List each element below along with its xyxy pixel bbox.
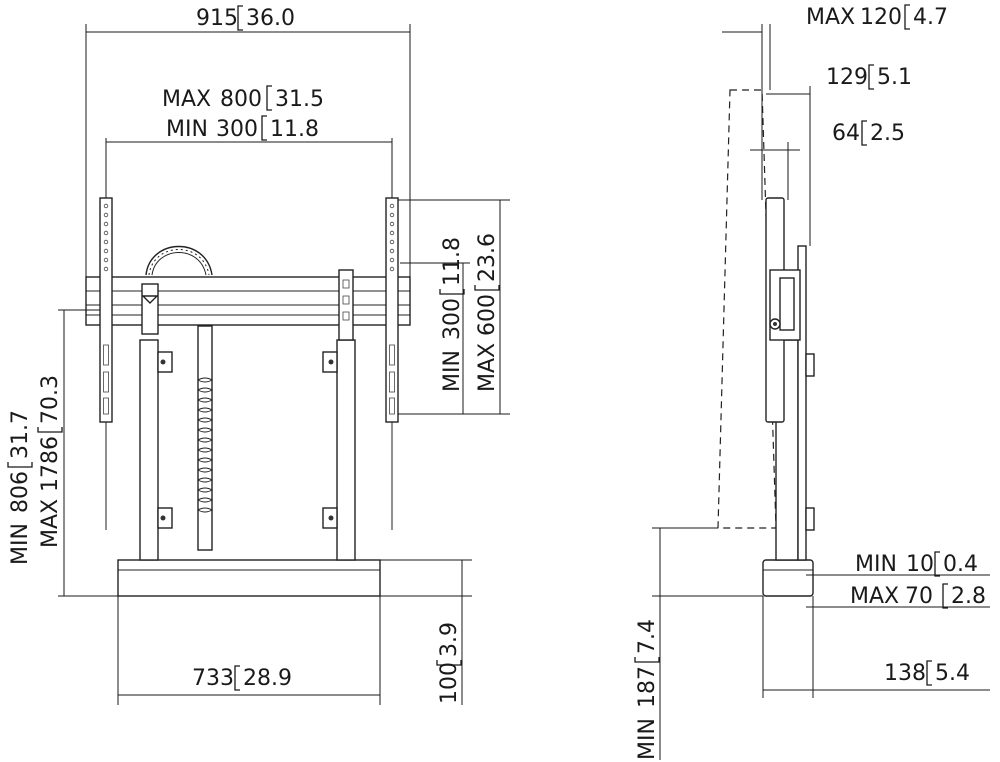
dim-pattern-min: MIN 300 11.8: [439, 237, 465, 392]
svg-text:MIN: MIN: [166, 117, 208, 142]
dim-wall-min: MIN 10 0.4: [855, 551, 978, 577]
svg-text:5.1: 5.1: [877, 65, 912, 90]
svg-text:MIN: MIN: [440, 350, 465, 392]
svg-text:2.8: 2.8: [951, 584, 986, 609]
right-column: [336, 339, 356, 561]
svg-text:11.8: 11.8: [270, 117, 319, 142]
svg-text:MAX: MAX: [162, 87, 211, 112]
dim-floor-min: MIN 187 7.4: [634, 619, 660, 760]
svg-text:2.5: 2.5: [870, 121, 905, 146]
svg-text:806: 806: [8, 471, 33, 513]
svg-text:64: 64: [832, 121, 860, 146]
svg-text:300: 300: [216, 117, 258, 142]
dim-base-height: 100 3.9: [436, 622, 462, 704]
svg-text:5.4: 5.4: [935, 661, 970, 686]
svg-text:70: 70: [905, 584, 933, 609]
side-base: [762, 559, 814, 597]
svg-text:MIN: MIN: [855, 552, 897, 577]
front-view: [58, 24, 510, 705]
left-column: [139, 339, 159, 561]
svg-text:120: 120: [860, 5, 902, 30]
svg-text:31.5: 31.5: [275, 87, 324, 112]
svg-text:3.9: 3.9: [437, 622, 462, 657]
svg-text:MAX: MAX: [806, 5, 855, 30]
svg-text:100: 100: [437, 662, 462, 704]
svg-text:1786: 1786: [38, 436, 63, 492]
svg-text:36.0: 36.0: [246, 6, 295, 31]
svg-text:187: 187: [635, 666, 660, 708]
svg-text:800: 800: [220, 87, 262, 112]
dim-base-width: 733 28.9: [192, 665, 292, 691]
dim-wall-max: MAX 70 2.8: [850, 583, 986, 609]
side-view: [652, 24, 990, 760]
svg-text:10: 10: [906, 552, 934, 577]
dim-vesa-max: MAX 800 31.5: [162, 85, 324, 112]
svg-text:129: 129: [826, 65, 868, 90]
svg-text:300: 300: [440, 298, 465, 340]
svg-text:915: 915: [196, 6, 238, 31]
svg-text:MAX: MAX: [38, 499, 63, 548]
svg-text:70.3: 70.3: [38, 375, 63, 424]
svg-text:MIN: MIN: [635, 718, 660, 760]
dim-depth-64: 64 2.5: [832, 120, 905, 146]
horizontal-rail: [85, 276, 411, 326]
dim-depth-129: 129 5.1: [826, 64, 912, 90]
svg-text:7.4: 7.4: [635, 619, 660, 654]
dim-pattern-max: MAX 600 23.6: [474, 233, 500, 392]
front-base: [117, 559, 381, 597]
svg-text:31.7: 31.7: [8, 410, 33, 459]
dim-height-min: MIN 806 31.7: [7, 410, 33, 565]
right-arm-holes: [389, 203, 395, 415]
svg-text:MAX: MAX: [850, 584, 899, 609]
svg-text:4.7: 4.7: [913, 5, 948, 30]
svg-text:11.8: 11.8: [440, 237, 465, 286]
dim-tilt-max: MAX 120 4.7: [806, 4, 948, 30]
left-arm-holes: [103, 203, 109, 415]
side-wall-plate: [797, 245, 807, 561]
svg-text:28.9: 28.9: [243, 666, 292, 691]
svg-text:MIN: MIN: [8, 523, 33, 565]
svg-text:0.4: 0.4: [943, 552, 978, 577]
svg-text:138: 138: [884, 661, 926, 686]
dim-height-max: MAX 1786 70.3: [37, 375, 63, 548]
svg-text:MAX: MAX: [475, 343, 500, 392]
svg-text:600: 600: [475, 294, 500, 336]
dim-base-depth: 138 5.4: [884, 660, 970, 686]
dim-overall-width: 915 36.0: [196, 5, 295, 31]
svg-text:733: 733: [192, 666, 234, 691]
svg-text:23.6: 23.6: [475, 233, 500, 282]
dim-vesa-min: MIN 300 11.8: [166, 115, 319, 142]
